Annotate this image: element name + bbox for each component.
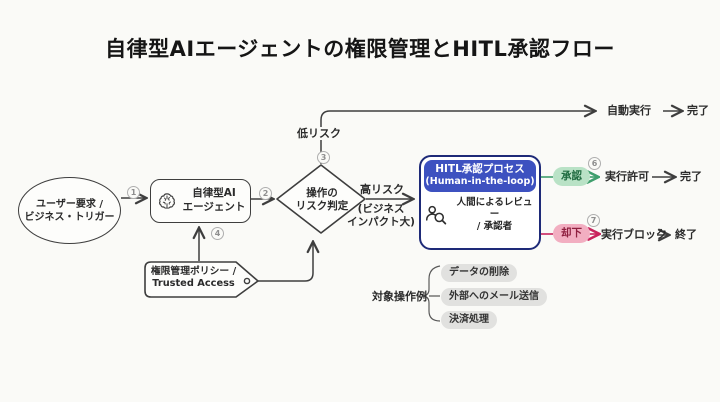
risk-decision-label: 操作の リスク判定 (295, 187, 349, 212)
end-label: 終了 (675, 228, 697, 241)
hitl-node: HITL承認プロセス (Human-in-the-loop) 人間によるレビュー… (419, 155, 541, 250)
exec-block-label: 実行ブロック (601, 228, 667, 241)
approve-done-label: 完了 (680, 170, 702, 183)
step-2-badge: 2 (259, 187, 272, 200)
hitl-body-line2: / 承認者 (476, 221, 513, 233)
low-risk-label: 低リスク (295, 127, 343, 141)
exec-allow-label: 実行許可 (605, 170, 649, 183)
policy-node: 権限管理ポリシー / Trusted Access (147, 266, 240, 290)
agent-line1: 自律型AI (192, 187, 236, 200)
agent-node: 自律型AI エージェント (150, 179, 251, 223)
policy-line2: Trusted Access (152, 277, 235, 289)
risk-decision-diamond (276, 164, 366, 234)
connector-policy-decision (258, 243, 313, 282)
examples-brace (421, 265, 441, 322)
trigger-node: ユーザー要求 / ビジネス・トリガー (18, 177, 121, 244)
policy-tag-shape (144, 261, 259, 298)
hitl-header-line1: HITL承認プロセス (435, 163, 525, 175)
hitl-body-line1: 人間によるレビュー (456, 196, 533, 220)
step-4-badge: 4 (211, 227, 224, 240)
agent-line2: エージェント (182, 201, 246, 213)
brain-icon (156, 191, 178, 212)
person-magnifier-icon (425, 203, 450, 228)
reject-pill: 却下 (553, 224, 590, 243)
trigger-line1: ユーザー要求 / (36, 198, 103, 210)
policy-line1: 権限管理ポリシー / (150, 266, 237, 277)
hitl-header: HITL承認プロセス (Human-in-the-loop) (424, 160, 536, 192)
page-title: 自律型AIエージェントの権限管理とHITL承認フロー (105, 37, 615, 61)
connector-lowrisk-autoexec (320, 111, 594, 164)
trigger-line2: ビジネス・トリガー (24, 211, 115, 223)
step-1-badge: 1 (127, 186, 140, 199)
example-pill-external-mail: 外部へのメール送信 (441, 288, 547, 306)
examples-label: 対象操作例 (372, 290, 427, 303)
auto-exec-label: 自動実行 (607, 104, 651, 117)
hitl-header-line2: (Human-in-the-loop) (425, 176, 535, 188)
high-risk-note: (ビジネス インパクト大) (347, 203, 415, 228)
example-pill-delete-data: データの削除 (441, 264, 517, 282)
example-pill-payment: 決済処理 (441, 311, 497, 329)
step-7-badge: 7 (587, 214, 600, 227)
step-3-badge: 3 (317, 151, 330, 164)
policy-tag-hole (243, 277, 251, 285)
step-6-badge: 6 (588, 157, 601, 170)
high-risk-label: 高リスク (360, 183, 404, 196)
approve-pill: 承認 (553, 167, 590, 186)
auto-exec-done-label: 完了 (687, 104, 709, 117)
